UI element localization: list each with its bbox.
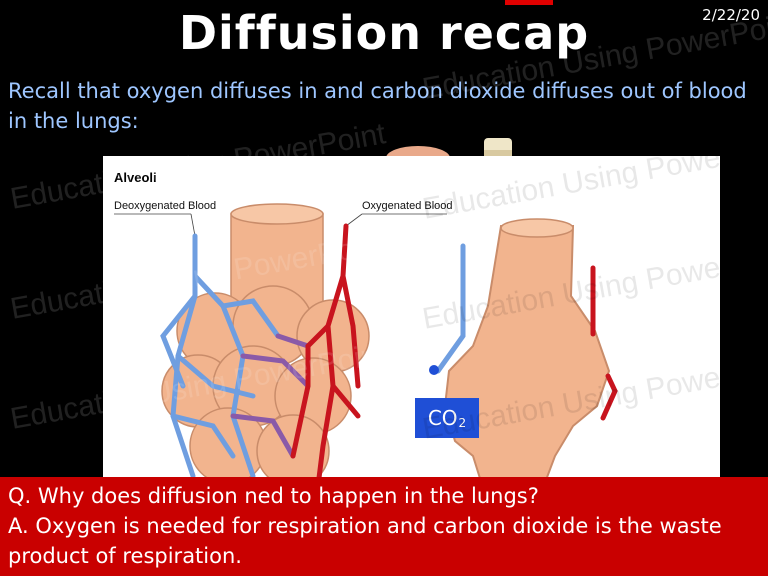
oxygenated-blood-label: Oxygenated Blood	[362, 200, 453, 212]
deoxygenated-blood-label: Deoxygenated Blood	[114, 200, 217, 212]
co2-subscript: 2	[458, 416, 467, 430]
answer-text: A. Oxygen is needed for respiration and …	[8, 514, 722, 568]
qa-box: Q. Why does diffusion ned to happen in t…	[0, 477, 768, 576]
intro-text: Recall that oxygen diffuses in and carbo…	[8, 79, 747, 133]
alveoli-diagram: Alveoli Deoxygenated Blood Oxygenated Bl…	[103, 156, 720, 488]
co2-text: CO	[427, 406, 458, 430]
top-red-tab	[505, 0, 553, 5]
slide-date: 2/22/20	[702, 6, 760, 24]
slide-title: Diffusion recap	[178, 6, 590, 60]
question-text: Q. Why does diffusion ned to happen in t…	[8, 484, 539, 508]
alveoli-illustration	[114, 203, 618, 488]
diagram-title: Alveoli	[114, 170, 157, 185]
